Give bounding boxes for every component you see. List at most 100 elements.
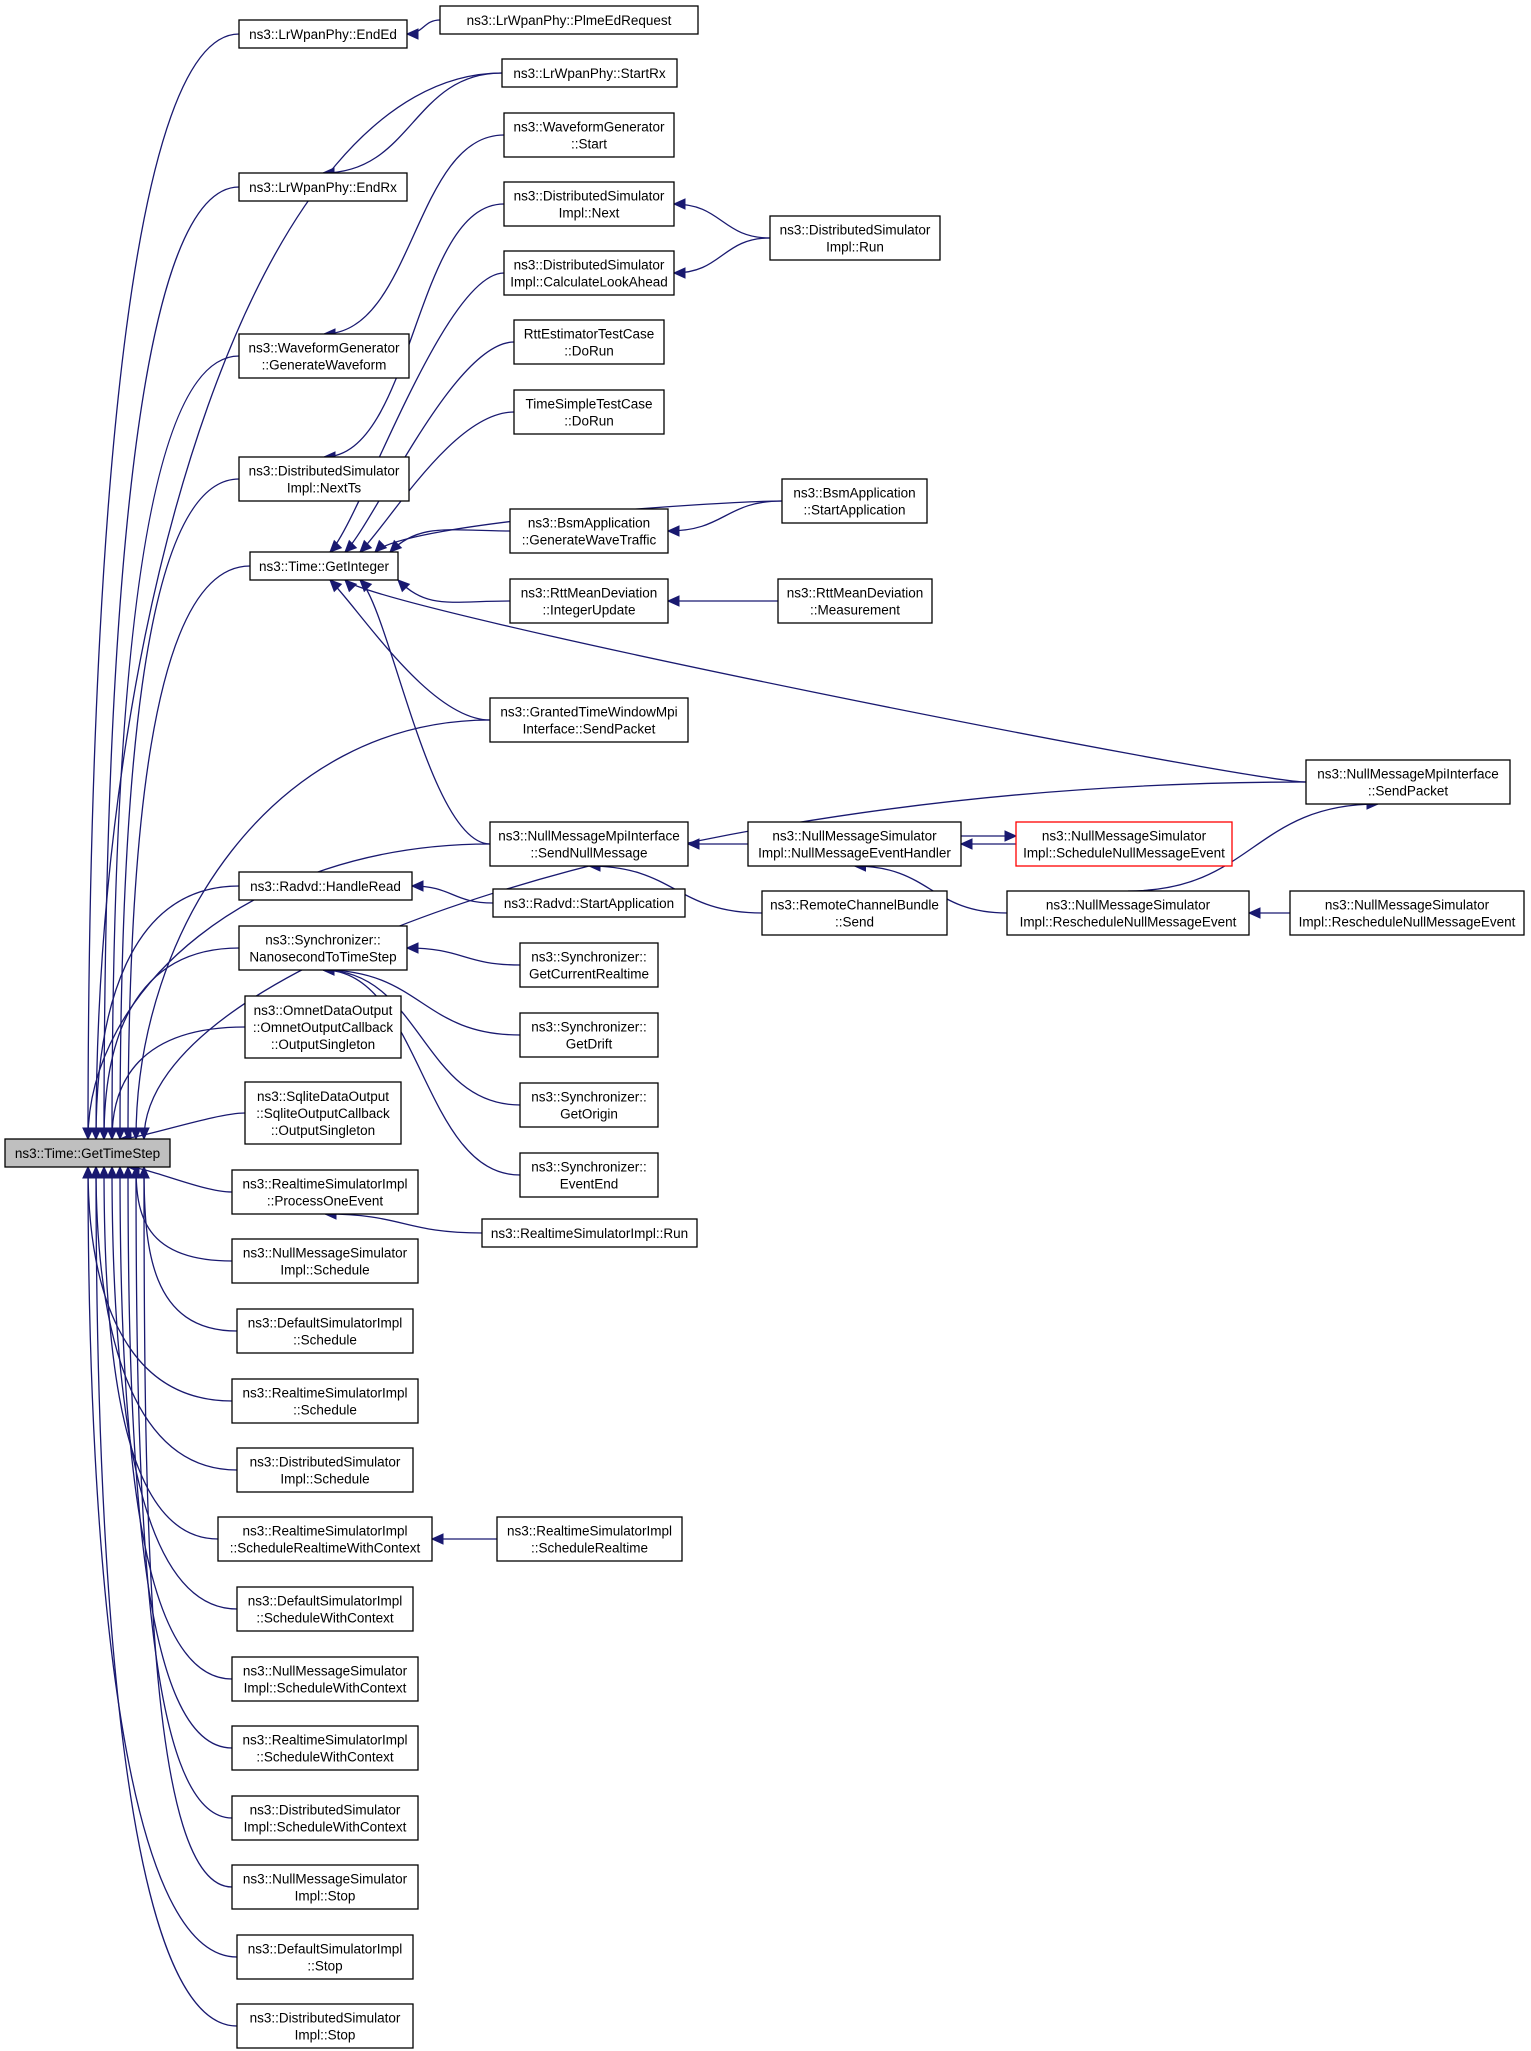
node-box (777, 578, 933, 624)
node-syncEnd[interactable]: ns3::Synchronizer::EventEnd (519, 1152, 659, 1198)
node-box (1305, 759, 1511, 805)
node-nmsResched[interactable]: ns3::NullMessageSimulatorImpl::Reschedul… (1006, 890, 1250, 936)
edge-arrowhead (666, 525, 680, 537)
node-defSched[interactable]: ns3::DefaultSimulatorImpl::Schedule (236, 1308, 414, 1354)
node-rsSchedRtCtx[interactable]: ns3::RealtimeSimulatorImpl::ScheduleReal… (217, 1516, 433, 1562)
node-label: ns3::DefaultSimulatorImpl (248, 1942, 403, 1957)
node-box (1015, 821, 1233, 867)
node-syncNano[interactable]: ns3::Synchronizer::NanosecondToTimeStep (238, 925, 408, 971)
node-box (503, 181, 675, 227)
node-box (238, 871, 413, 901)
node-dsSchedCtx[interactable]: ns3::DistributedSimulatorImpl::ScheduleW… (231, 1795, 419, 1841)
edge-arrowhead (98, 1127, 110, 1141)
edge-dsRun-to-dsCalc (672, 237, 771, 279)
node-label: ::StartApplication (803, 503, 905, 518)
node-box (519, 942, 659, 988)
node-nmsSchedCtx[interactable]: ns3::NullMessageSimulatorImpl::ScheduleW… (231, 1656, 419, 1702)
node-syncRealtime[interactable]: ns3::Synchronizer::GetCurrentRealtime (519, 942, 659, 988)
edge-gtwSend-to-getInteger (329, 579, 491, 721)
node-box (496, 1516, 683, 1562)
edge-arrowhead (106, 1127, 118, 1141)
edge-line (87, 843, 491, 1140)
node-nmmSendPacket[interactable]: ns3::NullMessageMpiInterface::SendPacket (1305, 759, 1511, 805)
node-nmmSendNull[interactable]: ns3::NullMessageMpiInterface::SendNullMe… (489, 821, 689, 867)
node-rcbSend[interactable]: ns3::RemoteChannelBundle::Send (761, 890, 948, 936)
node-label: Impl::RescheduleNullMessageEvent (1020, 915, 1237, 930)
node-wgStart[interactable]: ns3::WaveformGenerator::Start (503, 112, 675, 158)
node-gettimestep[interactable]: ns3::Time::GetTimeStep (4, 1138, 171, 1168)
edge-line (323, 134, 505, 335)
node-defSchedCtx[interactable]: ns3::DefaultSimulatorImpl::ScheduleWithC… (236, 1586, 414, 1632)
node-box (501, 58, 678, 88)
edge-line (103, 947, 240, 1140)
node-label: ns3::Radvd::StartApplication (504, 896, 674, 911)
node-sqlite[interactable]: ns3::SqliteDataOutput::SqliteOutputCallb… (244, 1081, 402, 1145)
node-label: ns3::OmnetDataOutput (254, 1003, 393, 1018)
node-radvdStart[interactable]: ns3::Radvd::StartApplication (492, 888, 686, 918)
node-box (236, 1586, 414, 1632)
node-label: ::IntegerUpdate (542, 603, 635, 618)
node-rsRun[interactable]: ns3::RealtimeSimulatorImpl::Run (481, 1218, 698, 1248)
node-omnet[interactable]: ns3::OmnetDataOutput::OmnetOutputCallbac… (244, 995, 402, 1059)
node-startRx[interactable]: ns3::LrWpanPhy::StartRx (501, 58, 678, 88)
edge-arrowhead (389, 539, 403, 553)
node-rttInt[interactable]: ns3::RttMeanDeviation::IntegerUpdate (509, 578, 669, 624)
node-label: ns3::WaveformGenerator (248, 341, 400, 356)
edge-line (95, 885, 240, 1140)
node-box (513, 319, 665, 365)
node-label: ns3::RealtimeSimulatorImpl (242, 1177, 407, 1192)
node-box (519, 1012, 659, 1058)
node-radvdRead[interactable]: ns3::Radvd::HandleRead (238, 871, 413, 901)
node-label: ns3::NullMessageMpiInterface (498, 829, 680, 844)
node-bsmGen[interactable]: ns3::BsmApplication::GenerateWaveTraffic (509, 508, 669, 554)
node-label: GetDrift (566, 1037, 613, 1052)
node-label: ns3::NullMessageSimulator (243, 1872, 408, 1887)
node-label: ::ScheduleWithContext (256, 1611, 394, 1626)
edge-line (389, 529, 511, 553)
node-box (439, 5, 699, 35)
node-label: ns3::BsmApplication (793, 486, 915, 501)
node-box (769, 215, 941, 261)
node-box (238, 925, 408, 971)
node-syncOrigin[interactable]: ns3::Synchronizer::GetOrigin (519, 1082, 659, 1128)
node-rttMeas[interactable]: ns3::RttMeanDeviation::Measurement (777, 578, 933, 624)
node-rsSchedRt[interactable]: ns3::RealtimeSimulatorImpl::ScheduleReal… (496, 1516, 683, 1562)
node-timeSimple[interactable]: TimeSimpleTestCase::DoRun (513, 389, 665, 435)
node-nmsResched2[interactable]: ns3::NullMessageSimulatorImpl::Reschedul… (1289, 890, 1525, 936)
node-nmsSchedNull[interactable]: ns3::NullMessageSimulatorImpl::ScheduleN… (1015, 821, 1233, 867)
edge-gtwSend-to-gettimestep (130, 719, 491, 1141)
node-dsCalc[interactable]: ns3::DistributedSimulatorImpl::Calculate… (503, 250, 675, 296)
node-endEd[interactable]: ns3::LrWpanPhy::EndEd (238, 19, 408, 49)
node-box (238, 19, 408, 49)
edge-rttInt-to-getInteger (397, 579, 511, 603)
node-rsProcess[interactable]: ns3::RealtimeSimulatorImpl::ProcessOneEv… (231, 1169, 419, 1215)
node-defStop[interactable]: ns3::DefaultSimulatorImpl::Stop (236, 1934, 414, 1980)
node-syncDrift[interactable]: ns3::Synchronizer::GetDrift (519, 1012, 659, 1058)
node-nmsHandler[interactable]: ns3::NullMessageSimulatorImpl::NullMessa… (747, 821, 962, 867)
node-getInteger[interactable]: ns3::Time::GetInteger (249, 551, 399, 581)
edge-arrowhead (430, 1533, 444, 1545)
node-wgGen[interactable]: ns3::WaveformGenerator::GenerateWaveform (238, 333, 410, 379)
node-endRx[interactable]: ns3::LrWpanPhy::EndRx (238, 172, 408, 202)
node-rttEst[interactable]: RttEstimatorTestCase::DoRun (513, 319, 665, 365)
node-label: ns3::RealtimeSimulatorImpl (507, 1524, 672, 1539)
node-label: ::GenerateWaveTraffic (522, 533, 657, 548)
node-plmeEd[interactable]: ns3::LrWpanPhy::PlmeEdRequest (439, 5, 699, 35)
node-label: ::Schedule (293, 1333, 357, 1348)
node-gtwSend[interactable]: ns3::GrantedTimeWindowMpiInterface::Send… (489, 697, 689, 743)
edge-line (87, 33, 240, 1140)
node-bsmStart[interactable]: ns3::BsmApplication::StartApplication (781, 478, 928, 524)
node-box (1289, 890, 1525, 936)
edge-line (667, 500, 783, 532)
node-rsSchedCtx[interactable]: ns3::RealtimeSimulatorImpl::ScheduleWith… (231, 1725, 419, 1771)
node-box (249, 551, 399, 581)
node-rsSched[interactable]: ns3::RealtimeSimulatorImpl::Schedule (231, 1378, 419, 1424)
